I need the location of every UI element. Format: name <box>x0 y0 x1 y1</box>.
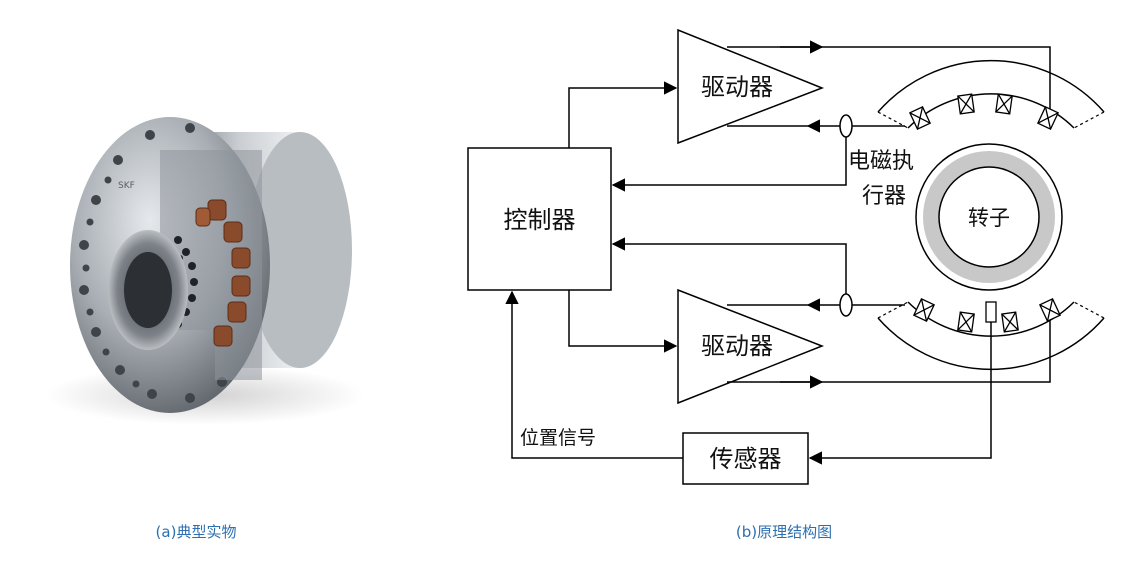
controller-box <box>467 147 612 291</box>
driver-bottom-label: 驱动器 <box>701 332 773 360</box>
rotor-inner <box>938 166 1040 268</box>
caption-b: (b)原理结构图 <box>736 523 832 541</box>
flange-bolt-holes <box>79 123 227 403</box>
controller-label: 控制器 <box>504 206 576 234</box>
stator-lower-outer-arc <box>877 317 1105 371</box>
bore-inner <box>124 252 172 328</box>
position-signal-line <box>505 290 683 459</box>
sensor-label: 传感器 <box>710 445 782 473</box>
photo-brand-mark: SKF <box>118 181 135 191</box>
position-signal-label: 位置信号 <box>520 427 596 449</box>
stator-upper <box>877 59 1105 130</box>
current-sensor-top <box>839 114 853 138</box>
driver-top-label: 驱动器 <box>701 73 773 101</box>
probe-to-sensor-line <box>808 322 992 465</box>
current-feedback-top-line <box>611 137 847 192</box>
controller-to-driver-bottom-line <box>568 290 678 353</box>
principle-diagram: 控制器 驱动器 驱动器 传感器 <box>467 28 1105 485</box>
coil-symbols-upper <box>908 93 1060 130</box>
magnetic-bearing-photo: SKF <box>45 117 365 425</box>
copper-coils <box>195 199 251 347</box>
driver-bottom-amplifier <box>677 288 825 405</box>
caption-a: (a)典型实物 <box>156 523 237 541</box>
actuator-label-line2: 行器 <box>862 184 906 209</box>
driver-top-output-line <box>727 46 1051 112</box>
current-feedback-bottom-line <box>611 237 847 294</box>
driver-bottom-output-line <box>727 318 1051 383</box>
drum-end-face <box>248 132 352 368</box>
stator-upper-outer-arc <box>877 59 1105 113</box>
stator-lower <box>877 298 1105 371</box>
driver-top-amplifier <box>677 28 825 145</box>
coil-symbols-lower <box>912 298 1062 333</box>
position-probe <box>985 301 997 323</box>
controller-to-driver-top-line <box>568 81 678 148</box>
actuator-label-line1: 电磁执 <box>848 149 914 174</box>
rotor-label: 转子 <box>968 206 1010 230</box>
current-sensor-bottom <box>839 293 853 317</box>
